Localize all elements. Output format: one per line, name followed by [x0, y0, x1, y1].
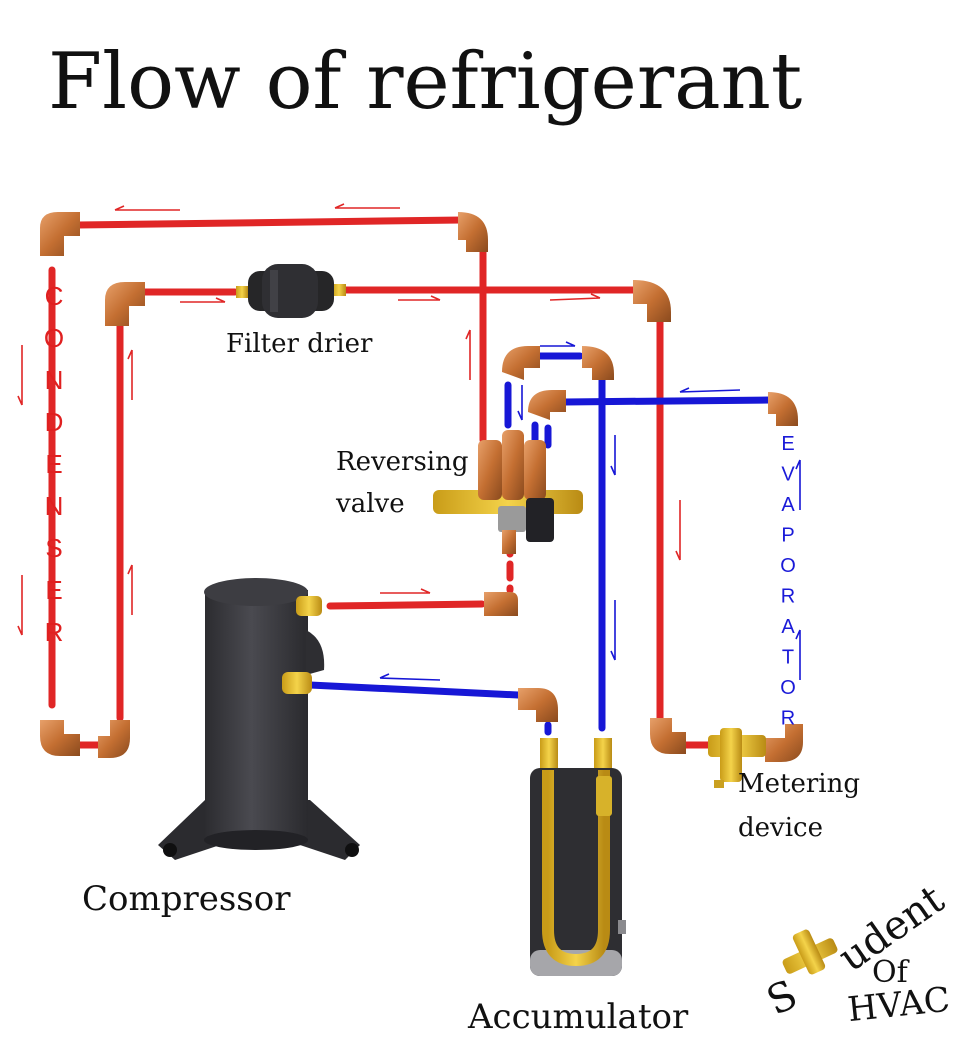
- elbow-bottom-inner: [98, 720, 130, 758]
- compressor-label: Compressor: [82, 879, 291, 919]
- reversing-valve-label-line1: Reversing: [336, 447, 469, 477]
- filter-drier-label: Filter drier: [226, 329, 373, 359]
- filter-drier: [236, 264, 346, 318]
- condenser-letter: R: [45, 617, 64, 647]
- suction-line: [306, 681, 522, 699]
- metering-device-label-line2: device: [738, 813, 823, 843]
- condenser-letter: S: [45, 533, 62, 563]
- page-title: Flow of refrigerant: [48, 37, 802, 127]
- evaporator-letter: P: [781, 525, 794, 547]
- evaporator-letter: A: [781, 616, 795, 638]
- condenser-letter: D: [45, 407, 64, 437]
- metering-device: [708, 728, 766, 788]
- reversing-valve-label-line2: valve: [335, 489, 405, 519]
- compressor-discharge-line: [326, 600, 486, 610]
- evaporator-letter: R: [781, 708, 795, 730]
- evaporator-letter: O: [780, 555, 796, 577]
- evaporator-letter: V: [781, 464, 795, 486]
- evaporator-letter: T: [782, 647, 794, 669]
- elbow-valve-top-right: [582, 346, 614, 380]
- cold-refrigerant-lines: [306, 352, 774, 736]
- condenser-letter: C: [45, 281, 64, 311]
- hot-refrigerant-lines: [48, 216, 716, 749]
- elbow-valve-suction: [528, 390, 566, 420]
- student-of-hvac-logo: S udent Of HVAC: [760, 876, 952, 1030]
- elbow-suction: [518, 688, 558, 722]
- elbow-valve-top-left: [502, 346, 540, 380]
- logo-line2: Of: [872, 955, 910, 990]
- elbow-discharge: [484, 592, 518, 616]
- condenser-letter: N: [45, 491, 64, 521]
- elbow-top-right: [458, 212, 488, 252]
- flow-arrows: [17, 203, 801, 681]
- accumulator: [530, 738, 626, 976]
- elbow-top-left: [40, 212, 80, 256]
- condenser-letter: O: [44, 323, 64, 353]
- copper-elbows: [40, 212, 803, 762]
- logo-valve-icon: [782, 929, 838, 975]
- evaporator-return-line: [561, 396, 774, 406]
- metering-device-label-line1: Metering: [738, 769, 860, 799]
- condenser-letter: E: [45, 449, 62, 479]
- elbow-metering-right: [765, 724, 803, 762]
- evaporator-letter: R: [781, 586, 795, 608]
- elbow-evaporator-top: [768, 392, 798, 426]
- elbow-inner-top: [105, 282, 145, 326]
- compressor: [158, 578, 360, 860]
- evaporator-letter: E: [781, 433, 794, 455]
- evaporator-letter: A: [781, 494, 795, 516]
- elbow-metering-left: [650, 718, 686, 754]
- reversing-valve: [433, 430, 583, 554]
- elbow-liquid-right: [633, 280, 671, 322]
- elbow-bottom-left: [40, 720, 80, 756]
- logo-line3: HVAC: [846, 980, 952, 1030]
- condenser-letter: E: [45, 575, 62, 605]
- condenser-letter: N: [45, 365, 64, 395]
- evaporator-letter: O: [780, 677, 796, 699]
- accumulator-label: Accumulator: [467, 997, 689, 1037]
- condenser-top-line: [74, 216, 466, 229]
- logo-initial: S: [760, 971, 804, 1024]
